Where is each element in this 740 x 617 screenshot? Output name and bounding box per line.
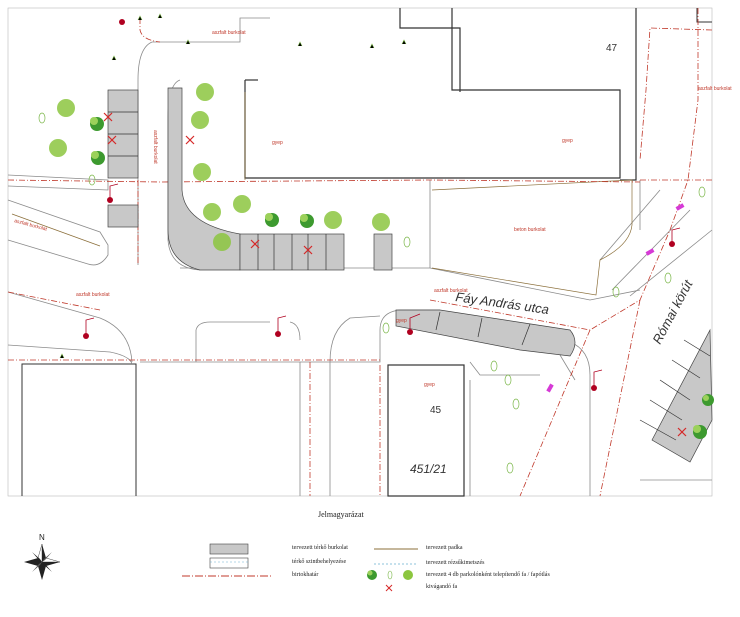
surface-label: aszfalt burkolat — [698, 86, 732, 92]
parking-left-small — [107, 204, 139, 228]
broadleaf-tree-icon — [91, 151, 105, 165]
remove-tree-icon — [103, 112, 113, 122]
utility-poles — [83, 19, 675, 391]
remove-tree-icon — [185, 135, 195, 145]
surface-label: gyep — [562, 138, 573, 144]
remove-tree-icon — [303, 245, 313, 255]
tree-icon — [324, 211, 342, 229]
remove-tree-icon — [250, 239, 260, 249]
tree-icon — [49, 139, 67, 157]
surface-label: beton burkolat — [514, 227, 546, 233]
tree-icon — [196, 83, 214, 101]
surface-label: gyep — [396, 318, 407, 324]
tree-icon — [191, 111, 209, 129]
tree-icon — [213, 233, 231, 251]
map-frame — [7, 7, 713, 497]
parking-single — [373, 233, 393, 271]
legend-symbol-paving — [209, 543, 249, 555]
building-left-bottom — [21, 363, 137, 496]
broadleaf-tree-icon — [702, 394, 714, 406]
legend-label-property-line: birtokhatár — [292, 572, 319, 578]
building-top-right — [696, 8, 712, 23]
surface-label: aszfalt burkolat — [76, 292, 110, 298]
small-tree-symbols — [38, 112, 706, 474]
legend-symbol-remove-tree — [385, 584, 393, 592]
compass-rose: N — [24, 533, 61, 580]
building-45 — [387, 364, 465, 497]
legend-label-slope: tervezett rézsűkimetszés — [426, 560, 485, 566]
planned-curb-lines — [11, 92, 633, 296]
legend-label-paving: tervezett térkő burkolat — [292, 545, 348, 551]
legend-label-remove-tree: kivágandó fa — [426, 584, 458, 590]
surface-label: aszfalt burkolat — [434, 288, 468, 294]
property-lines — [7, 8, 713, 497]
legend-symbol-level-paving — [209, 557, 249, 569]
remove-tree-icon — [107, 135, 117, 145]
legend-symbol-trees — [367, 570, 413, 580]
planned-trees — [49, 83, 390, 251]
removable-tree-marks — [103, 112, 687, 437]
tree-icon — [203, 203, 221, 221]
surface-label: aszfalt burkolat — [212, 30, 246, 36]
pole-flags — [85, 183, 681, 388]
tree-icon — [193, 163, 211, 181]
broadleaf-tree-icon — [693, 425, 707, 439]
surface-label: gyep — [272, 140, 283, 146]
surface-label: gyep — [424, 382, 435, 388]
broadleaf-tree-icon — [300, 214, 314, 228]
remove-tree-icon — [677, 427, 687, 437]
planned-benches — [546, 203, 685, 393]
legend-title: Jelmagyarázat — [318, 510, 364, 519]
surface-label: aszfalt burkolat — [152, 130, 158, 164]
existing-trees — [90, 117, 714, 439]
building-number-45: 45 — [430, 405, 442, 416]
parking-fay-street — [395, 309, 576, 357]
building-number-47: 47 — [606, 43, 618, 54]
tree-icon — [233, 195, 251, 213]
compass-north-letter: N — [39, 533, 45, 542]
legend-label-level-paving: térkő szintbehelyezése — [292, 559, 347, 565]
broadleaf-tree-icon — [265, 213, 279, 227]
tree-icon — [372, 213, 390, 231]
parcel-number: 451/21 — [410, 462, 447, 476]
grass-marks — [59, 13, 407, 359]
legend-label-trees: tervezett 4 db parkolónként telepítendő … — [426, 572, 550, 578]
legend-label-curb: tervezett padka — [426, 545, 463, 551]
parking-stall-lines — [108, 111, 711, 441]
tree-icon — [57, 99, 75, 117]
broadleaf-tree-icon — [90, 117, 104, 131]
